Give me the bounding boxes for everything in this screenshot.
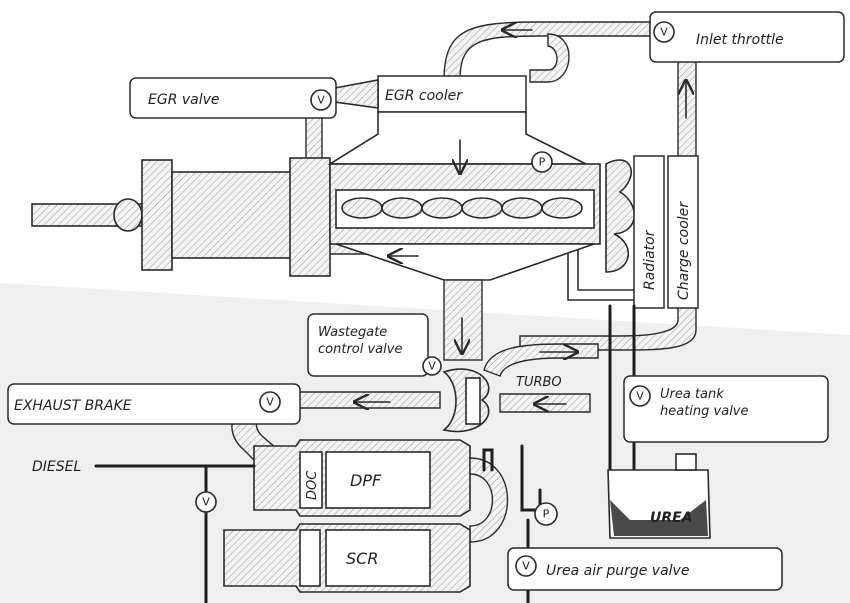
- urea-air-purge-valve-symbol: V: [515, 555, 537, 577]
- svg-text:P: P: [543, 508, 550, 521]
- turbo-label: TURBO: [516, 375, 562, 390]
- diesel-label: DIESEL: [32, 459, 81, 475]
- exhaust-downpipe: [443, 279, 483, 361]
- engine-block: [289, 157, 331, 277]
- svg-text:P: P: [539, 156, 546, 169]
- urea-dosing-line: [520, 444, 542, 512]
- svg-text:V: V: [636, 390, 644, 403]
- urea-tank-heating-callout: [623, 375, 829, 443]
- urea-tank-fill: [610, 500, 708, 536]
- inlet-throttle-callout: [649, 11, 845, 63]
- scr-label: SCR: [346, 549, 378, 568]
- exhaust-brake-callout: [7, 383, 301, 425]
- svg-text:V: V: [202, 496, 210, 509]
- radiator-fan: [605, 159, 636, 273]
- egr-cooler: [377, 75, 527, 113]
- svg-text:V: V: [317, 94, 325, 107]
- egr-valve-symbol: V: [310, 89, 332, 111]
- dpf-element: [325, 451, 431, 509]
- egr-cooler-feed-pipe: [529, 33, 570, 83]
- egr-cooler-label: EGR cooler: [385, 88, 463, 104]
- svg-text:V: V: [266, 396, 274, 409]
- urea-air-purge-label: Urea air purge valve: [546, 563, 689, 579]
- urea-air-purge-callout: [507, 547, 783, 591]
- intake-pressure-sensor: P: [531, 151, 553, 173]
- egr-cooler-neck: [334, 79, 379, 109]
- dpf-label: DPF: [350, 471, 382, 490]
- charge-cooler: [667, 155, 699, 309]
- exhaust-brake-valve-symbol: V: [259, 391, 281, 413]
- wastegate-callout: [307, 313, 429, 377]
- exhaust-brake-label: EXHAUST BRAKE: [14, 398, 132, 414]
- urea-tank-cap: [675, 453, 697, 471]
- crank-pulley: [113, 198, 143, 232]
- svg-text:V: V: [428, 360, 436, 373]
- egr-valve-callout: [129, 77, 337, 119]
- engine-front-cover: [171, 171, 293, 259]
- exhaust-manifold: [335, 243, 595, 281]
- turbo-shaft: [465, 377, 481, 425]
- wastegate-valve-symbol: V: [422, 356, 442, 376]
- urea-pressure-sensor: P: [534, 502, 558, 526]
- urea-label: UREA: [650, 510, 693, 526]
- urea-feed-line: [482, 448, 494, 472]
- inlet-throttle-label: Inlet throttle: [696, 32, 784, 48]
- inlet-throttle-valve-symbol: V: [653, 21, 675, 43]
- engine-front-flange: [141, 159, 173, 271]
- egr-valve-label: EGR valve: [148, 92, 220, 108]
- scr-inlet-stub: [299, 529, 321, 587]
- diesel-valve-symbol: V: [195, 491, 217, 513]
- doc-element: [299, 451, 323, 509]
- svg-text:V: V: [522, 560, 530, 573]
- svg-text:V: V: [660, 26, 668, 39]
- doc-label: DOC: [305, 470, 320, 500]
- charge-cooler-label: Charge cooler: [676, 201, 692, 300]
- radiator-label: Radiator: [642, 229, 658, 290]
- piston-row: [341, 197, 583, 219]
- urea-tank-heating-valve-symbol: V: [629, 385, 651, 407]
- scr-element: [325, 529, 431, 587]
- turbo-intake-pipe: [499, 393, 591, 413]
- radiator: [633, 155, 665, 309]
